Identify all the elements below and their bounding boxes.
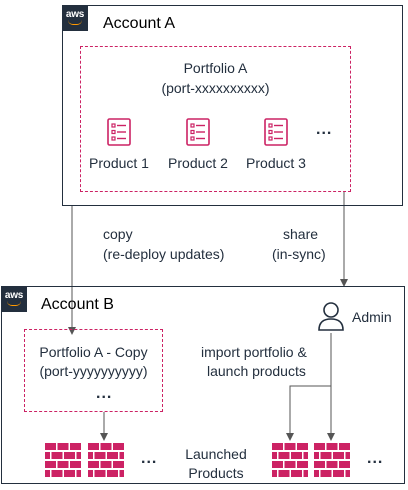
- launched-left-more: ...: [141, 450, 158, 467]
- account-a-box: [62, 5, 403, 206]
- aws-logo-text: aws: [4, 290, 24, 301]
- launched-right-more: ...: [367, 450, 384, 467]
- account-b-box: [1, 286, 405, 484]
- share-label: share: [283, 226, 319, 242]
- portfolio-a-title: Portfolio A: [183, 60, 248, 76]
- product-1-icon: [107, 118, 131, 146]
- admin-action-line2: launch products: [207, 363, 306, 379]
- launched-product-icon: [272, 443, 308, 477]
- admin-branch-arrow-line: [286, 385, 331, 441]
- aws-logo-icon: aws: [62, 5, 88, 31]
- account-b-title: Account B: [41, 296, 114, 313]
- product-2-label: Product 2: [168, 155, 228, 171]
- admin-action-line1: import portfolio &: [201, 344, 307, 360]
- portfolio-a-id: (port-xxxxxxxxxx): [161, 80, 270, 96]
- copy-sublabel: (re-deploy updates): [103, 246, 225, 262]
- portfolio-copy-box: [24, 329, 163, 412]
- product-3-icon: [264, 118, 288, 146]
- admin-label: Admin: [352, 309, 392, 325]
- admin-user-icon: [318, 302, 344, 331]
- copy-label: copy: [103, 226, 133, 242]
- product-3-label: Product 3: [246, 155, 306, 171]
- portfolio-copy-title: Portfolio A - Copy: [39, 344, 148, 360]
- launched-product-icon: [88, 443, 124, 477]
- product-1-label: Product 1: [89, 155, 149, 171]
- launched-label-line2: Products: [188, 465, 244, 481]
- share-sublabel: (in-sync): [272, 246, 326, 262]
- portfolio-copy-id: (port-yyyyyyyyyy): [39, 363, 148, 379]
- portfolio-copy-more: ...: [96, 385, 113, 402]
- launched-product-icon: [45, 443, 81, 477]
- launched-product-icon: [314, 443, 350, 477]
- aws-logo-icon: aws: [1, 286, 27, 312]
- portfolio-a-box: [80, 46, 351, 192]
- aws-logo-text: aws: [65, 9, 85, 20]
- product-2-icon: [186, 118, 210, 146]
- launched-label-line1: Launched: [185, 446, 247, 462]
- account-a-title: Account A: [103, 15, 176, 32]
- portfolio-a-more: ...: [316, 121, 333, 138]
